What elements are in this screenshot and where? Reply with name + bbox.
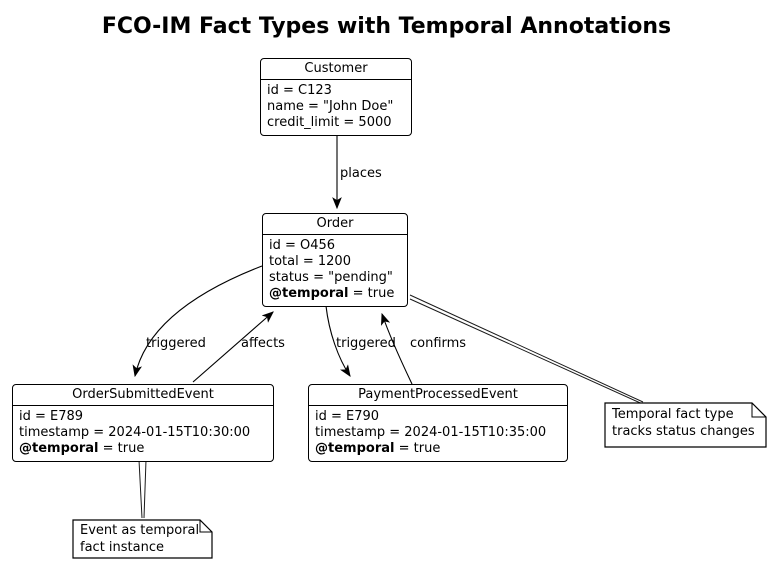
temporal-value: = true [398,441,441,456]
note-line: Event as temporal [80,523,200,538]
attribute-line-temporal: @temporal = true [315,441,561,457]
note-line: fact instance [80,540,164,555]
temporal-annotation: @temporal [269,286,349,301]
edge-label-confirms: confirms [410,336,467,351]
note-line: tracks status changes [612,424,755,439]
note-temporal-fact: Temporal fact type tracks status changes [612,406,755,440]
temporal-value: = true [352,286,395,301]
attribute-line: id = O456 [269,238,336,253]
note-event-instance-shape [72,519,213,559]
entity-order: Order id = O456 total = 1200 status = "p… [262,213,408,307]
attribute-line: credit_limit = 5000 [267,115,392,130]
note-line: Temporal fact type [612,407,734,422]
attribute-line-temporal: @temporal = true [269,286,401,302]
entity-payment-processed-event-body: id = E790 timestamp = 2024-01-15T10:35:0… [309,406,567,461]
entity-customer-body: id = C123 name = "John Doe" credit_limit… [261,80,411,135]
attribute-line: id = E790 [315,409,380,424]
temporal-value: = true [102,441,145,456]
entity-payment-processed-event-title: PaymentProcessedEvent [309,385,567,406]
note-fold-icon [751,403,766,418]
entity-order-submitted-event: OrderSubmittedEvent id = E789 timestamp … [12,384,274,462]
attribute-line: timestamp = 2024-01-15T10:30:00 [19,425,251,440]
note-event-instance: Event as temporal fact instance [80,522,199,556]
entity-order-submitted-event-title: OrderSubmittedEvent [13,385,273,406]
note-fold-icon [199,520,212,533]
entity-order-title: Order [263,214,407,235]
attribute-line-temporal: @temporal = true [19,441,267,457]
attribute-line: status = "pending" [269,270,393,285]
note-temporal-fact-shape [604,402,767,448]
note-connector-bottom [138,459,147,519]
attribute-line: id = C123 [267,83,332,98]
edge-affects-arrow [192,311,274,383]
edge-label-affects: affects [241,336,285,351]
attribute-line: name = "John Doe" [267,99,394,114]
diagram-title: FCO-IM Fact Types with Temporal Annotati… [101,14,672,39]
attribute-line: timestamp = 2024-01-15T10:35:00 [315,425,547,440]
temporal-annotation: @temporal [315,441,395,456]
entity-payment-processed-event: PaymentProcessedEvent id = E790 timestam… [308,384,568,462]
attribute-line: id = E789 [19,409,84,424]
attribute-line: total = 1200 [269,254,351,269]
edge-triggered-left-arrow [132,265,263,378]
edge-triggered-right-arrow [325,305,351,378]
edge-confirms-arrow [381,312,413,385]
entity-order-submitted-event-body: id = E789 timestamp = 2024-01-15T10:30:0… [13,406,273,461]
entity-customer: Customer id = C123 name = "John Doe" cre… [260,58,412,136]
edge-label-triggered-left: triggered [146,336,206,351]
edge-label-triggered-right: triggered [336,336,396,351]
temporal-annotation: @temporal [19,441,99,456]
note-connector-right [409,294,648,407]
entity-customer-title: Customer [261,59,411,80]
entity-order-body: id = O456 total = 1200 status = "pending… [263,235,407,306]
edge-label-places: places [340,166,382,181]
